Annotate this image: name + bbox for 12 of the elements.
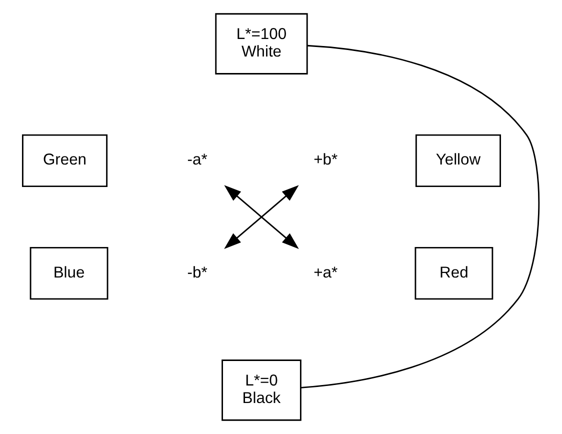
node-text: +a* — [314, 264, 338, 282]
arrow — [224, 185, 299, 249]
node-text: +b* — [314, 152, 338, 169]
node-box: Green — [22, 134, 108, 188]
node-box: Yellow — [415, 134, 501, 188]
node-box: L*=100 White — [215, 13, 308, 74]
node-box: Blue — [30, 246, 108, 300]
node-text: -b* — [187, 264, 208, 282]
node-text: -a* — [187, 152, 208, 169]
node-box: Red — [414, 246, 494, 300]
node-box: L*=0 Black — [222, 360, 302, 421]
connector — [300, 44, 540, 388]
